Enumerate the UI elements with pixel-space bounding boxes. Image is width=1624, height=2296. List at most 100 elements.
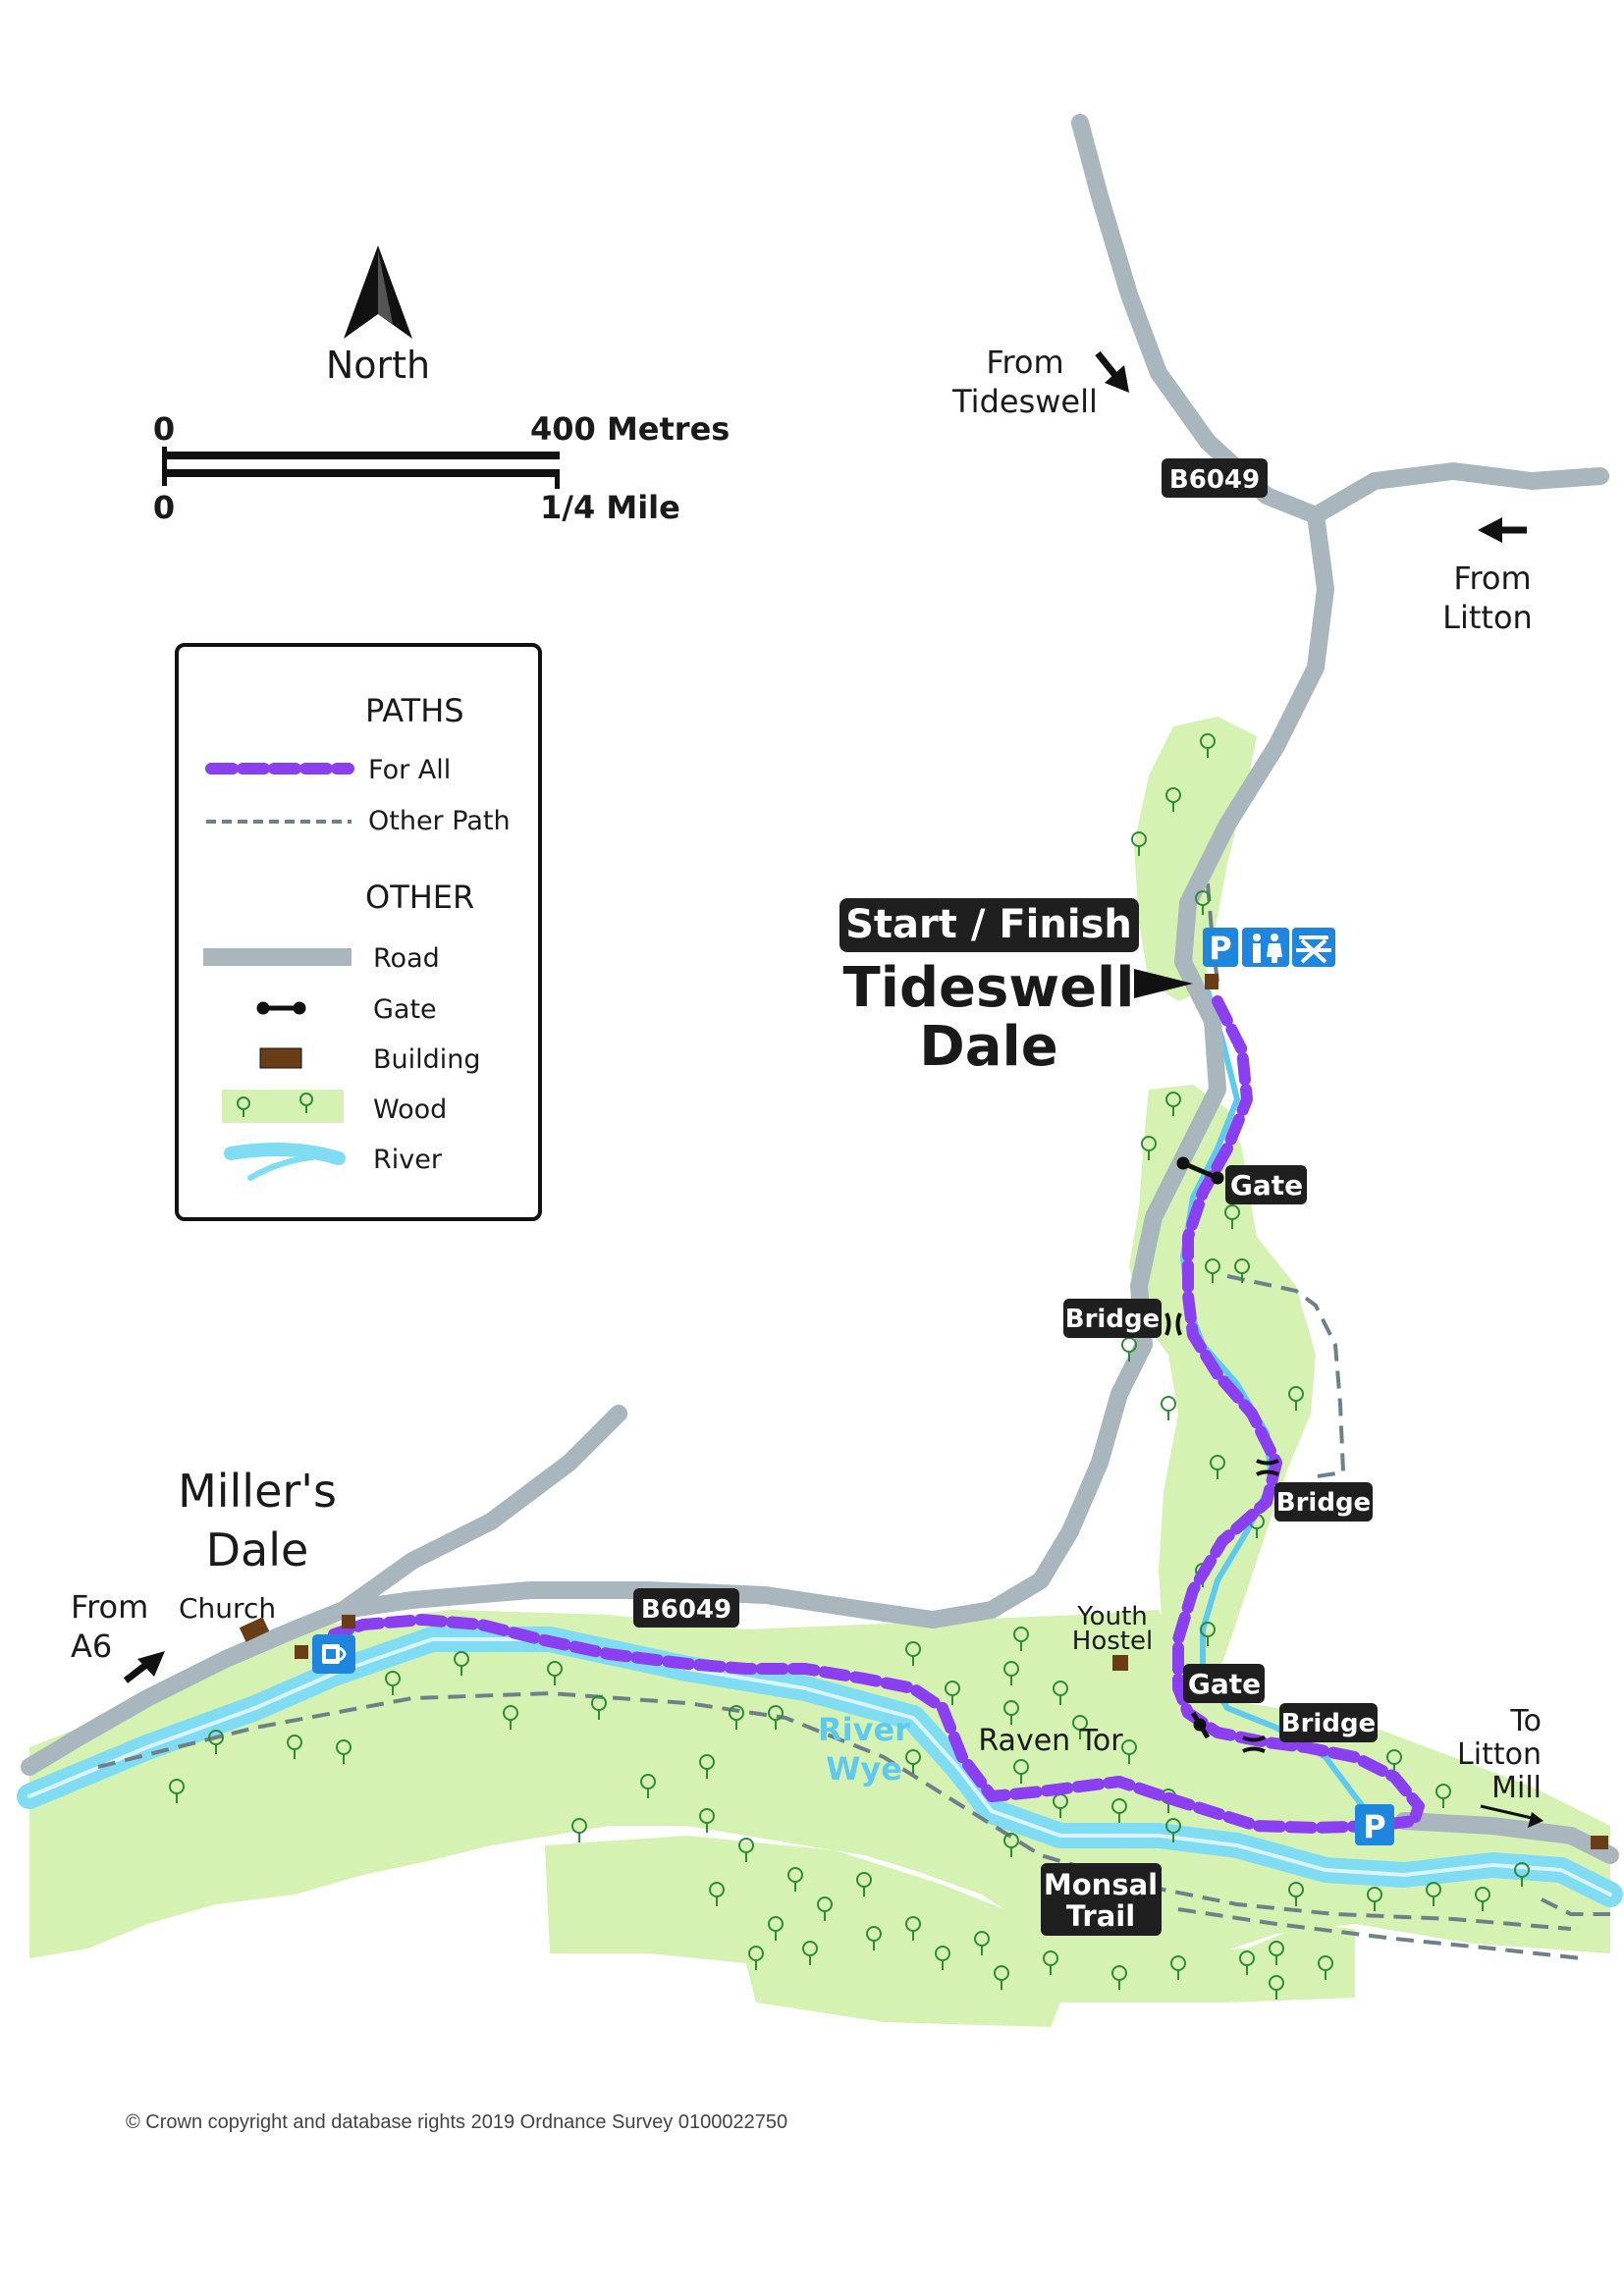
wood-dale-middle [1129,1085,1316,1693]
direction-arrow-icon [1095,350,1129,393]
tree-icon [1288,1386,1304,1411]
svg-text:Trail: Trail [1066,1899,1135,1933]
tree-icon [385,1671,401,1695]
church-label: Church [179,1592,276,1625]
tideswell-brook [1180,988,1378,1824]
legend-box [175,643,542,1221]
tree-icon [729,1705,744,1730]
tree-icon [1161,1396,1176,1420]
tree-icon [1013,1759,1029,1784]
from-tideswell-line1: From [986,344,1063,381]
legend-for-all-label: For All [368,755,451,785]
to-litton-mill-line1: To [1509,1704,1542,1738]
tree-icon [1170,1955,1186,1980]
tree-icon [1003,1833,1019,1857]
tree-icon [1072,1715,1088,1739]
parking-icon [1203,928,1238,967]
svg-text:Monsal: Monsal [1044,1868,1158,1901]
tree-icon [709,1882,725,1906]
to-litton-mill-line2: Litton [1457,1737,1542,1772]
tree-icon [945,1681,960,1705]
parking-icon-letter: P [1209,930,1231,967]
facility-cafe [312,1634,355,1674]
tree-icon [547,1661,563,1685]
path-for-all [328,995,1425,1834]
svg-text:Gate: Gate [1188,1668,1261,1700]
gate-badge-1: Gate [1225,1165,1307,1204]
roads [21,114,1619,1864]
tree-icon [866,1926,882,1950]
legend-wood-trees [237,1093,313,1117]
bridge-marker-1 [1164,1312,1182,1336]
road-badge-b6049-top: B6049 [1162,458,1268,498]
from-a6-line2: A6 [71,1628,112,1665]
tree-icon [1121,1739,1137,1764]
from-litton-line2: Litton [1442,599,1533,636]
svg-text:Gate: Gate [1230,1169,1303,1201]
road-b6049-west [21,1581,942,1776]
legend-building-swatch [259,1047,302,1069]
scale-top-zero: 0 [153,410,175,448]
road-b6049-dale [924,507,1334,1629]
route-tideswell-dale [1172,995,1425,1832]
road-from-litton [1307,462,1609,524]
bridge-badge-1: Bridge [1063,1299,1162,1338]
building-youth-hostel [1112,1655,1128,1671]
tree-icon [503,1705,518,1730]
direction-arrow-icon [123,1651,165,1683]
tree-icon [1426,1882,1441,1906]
side-path-east [1226,1274,1346,1479]
tree-icon [1111,1965,1127,1990]
toilet-icon [1242,928,1289,967]
tree-icon [905,1641,921,1666]
from-litton-line1: From [1453,560,1531,597]
bridges [1164,1312,1279,1753]
tree-icon [1205,1258,1220,1283]
gate-marker-1 [1176,1156,1224,1185]
tree-icon [1435,1784,1451,1808]
building-church [239,1617,270,1642]
tree-icon [1200,733,1216,758]
south-edge-path [1177,1907,1582,1960]
legend-other-title: OTHER [365,879,474,916]
legend-paths-title: PATHS [365,692,464,729]
toilet-figures [1253,934,1282,963]
gates [1176,1156,1224,1739]
legend-river-label: River [373,1145,443,1175]
parking-icon [1355,1804,1394,1845]
tree-icon [817,1896,833,1921]
tree-icon [1210,1455,1225,1479]
tree-icon [1053,1681,1068,1705]
wood-dale-north [1134,717,1257,1001]
tree-symbols [169,733,1530,2000]
legend-wood-swatch [222,1090,344,1123]
tree-icon [1239,1950,1255,1975]
river-wye-line1: River [818,1711,910,1748]
tree-icon [974,1931,990,1955]
tree-icon [748,1946,764,1970]
tree-icon [1195,890,1211,915]
tree-icon [571,1818,587,1842]
parking-icon-letter: P [1363,1808,1385,1845]
legend-road-label: Road [373,943,440,974]
tree-icon [994,1965,1009,1990]
svg-text:B6049: B6049 [641,1595,731,1625]
scale-bottom-zero: 0 [153,489,175,526]
road-miller-north [335,1405,627,1619]
tree-icon [856,1872,872,1896]
tree-icon [1131,831,1147,856]
tree-icon [287,1735,302,1759]
legend-gate-swatch [256,1001,306,1015]
river-wye-line2: Wye [826,1750,902,1788]
bridge-marker-2 [1256,1459,1279,1476]
legend: PATHS For All Other Path OTHER Road Gate… [175,643,542,1221]
tree-icon [802,1941,818,1965]
route-wye-valley [328,1614,1380,1834]
legend-wood-label: Wood [373,1095,447,1125]
facilities-tideswell: P [1203,928,1335,967]
tree-icon [1318,1955,1333,1980]
tree-icon [699,1808,715,1833]
direction-arrows [123,350,1543,1828]
svg-text:Start / Finish: Start / Finish [845,902,1132,947]
